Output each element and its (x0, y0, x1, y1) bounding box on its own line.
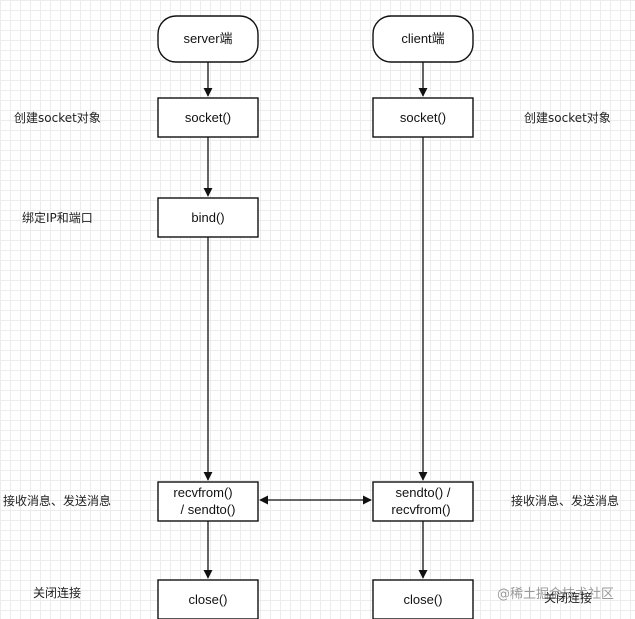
server-socket-node: socket() (157, 97, 259, 138)
server-bind-node: bind() (157, 197, 259, 238)
server-recv-node: recvfrom() / sendto() (157, 481, 259, 522)
label-message-right: 接收消息、发送消息 (511, 493, 619, 508)
connectors (203, 62, 428, 579)
client-start-node: client端 (372, 15, 474, 63)
client-title: client端 (401, 31, 444, 46)
client-close-label: close() (403, 592, 442, 607)
label-bind-left: 绑定IP和端口 (22, 210, 93, 225)
server-socket-label: socket() (185, 110, 231, 125)
client-column: client端 socket() sendto() / recvfrom() c… (372, 15, 474, 619)
label-create-socket-left: 创建socket对象 (14, 111, 101, 125)
server-close-node: close() (157, 579, 259, 619)
server-title: server端 (183, 31, 232, 46)
server-bind-label: bind() (191, 210, 224, 225)
client-socket-node: socket() (372, 97, 474, 138)
label-message-left: 接收消息、发送消息 (3, 493, 111, 508)
server-recv-label-1: recvfrom() (173, 485, 232, 500)
client-close-node: close() (372, 579, 474, 619)
client-send-label-1: sendto() / (396, 485, 451, 500)
server-close-label: close() (188, 592, 227, 607)
server-column: server端 socket() bind() recvfrom() / sen… (157, 15, 259, 619)
label-create-socket-right: 创建socket对象 (524, 111, 611, 125)
label-close-right: 关闭连接 (544, 590, 592, 605)
label-close-left: 关闭连接 (33, 585, 81, 600)
watermark: @稀土掘金技术社区 (497, 586, 614, 602)
client-send-label-2: recvfrom() (391, 502, 450, 517)
server-start-node: server端 (157, 15, 259, 63)
side-labels: 创建socket对象 绑定IP和端口 接收消息、发送消息 关闭连接 创建sock… (3, 111, 619, 605)
client-send-node: sendto() / recvfrom() (372, 481, 474, 522)
server-recv-label-2: / sendto() (181, 502, 236, 517)
client-socket-label: socket() (400, 110, 446, 125)
